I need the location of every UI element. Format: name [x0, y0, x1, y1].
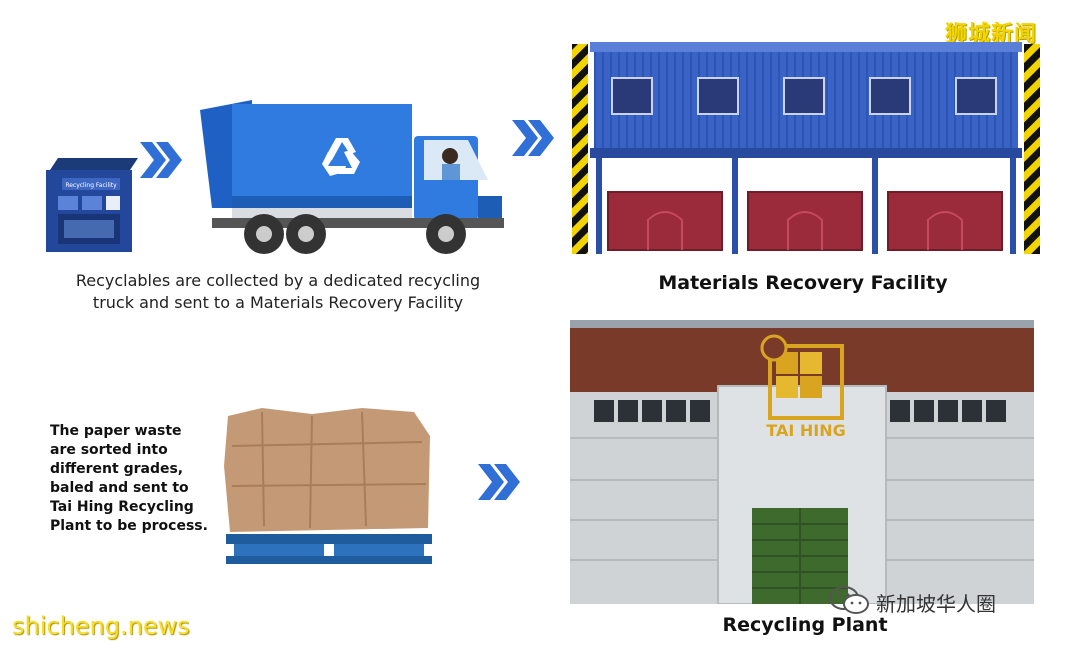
bin-label: Recycling Facility	[65, 182, 117, 189]
caption-line: are sorted into	[50, 442, 168, 458]
caption-line: Tai Hing Recycling	[50, 499, 194, 515]
recycling-plant-illustration: TAI HING	[570, 320, 1034, 604]
watermark-bottom-left: shicheng.news	[12, 612, 190, 640]
recycling-bin-illustration: Recycling Facility	[46, 158, 138, 252]
truck-wheel-icon	[286, 214, 326, 254]
tai-hing-logo-icon	[760, 334, 844, 420]
paper-bale-illustration	[224, 408, 432, 564]
wechat-icon	[829, 586, 869, 614]
flow-arrow-2	[512, 120, 554, 156]
mrf-title: Materials Recovery Facility	[658, 272, 948, 294]
truck-wheel-icon	[244, 214, 284, 254]
wechat-account-label: 新加坡华人圈	[876, 592, 996, 616]
collection-caption: Recyclables are collected by a dedicated…	[75, 271, 481, 312]
recycling-truck-illustration	[200, 100, 504, 254]
plant-sign: TAI HING	[766, 421, 845, 440]
caption-line: The paper waste	[50, 423, 182, 439]
materials-recovery-facility-illustration	[572, 42, 1040, 254]
flow-arrow-3	[478, 464, 520, 500]
caption-line: different grades,	[50, 461, 184, 477]
paper-process-caption: The paper waste are sorted into differen…	[50, 422, 220, 536]
caption-line: baled and sent to	[50, 480, 189, 496]
flow-arrow-1	[140, 142, 182, 178]
plant-title: Recycling Plant	[722, 614, 888, 636]
truck-wheel-icon	[426, 214, 466, 254]
caption-line: Plant to be process.	[50, 518, 208, 534]
recycle-symbol-icon	[322, 138, 360, 176]
